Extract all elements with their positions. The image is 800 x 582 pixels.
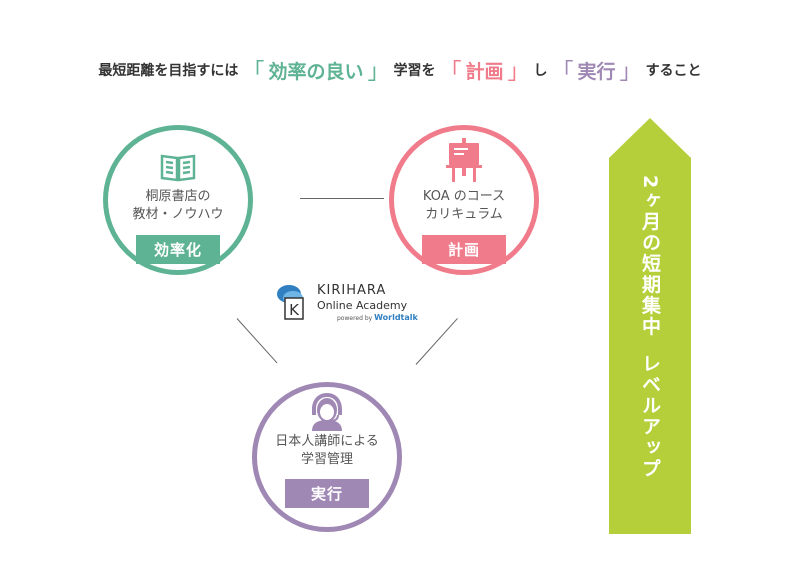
headset-person-icon — [308, 391, 346, 435]
logo-mark-icon: K — [275, 285, 311, 325]
description-line: 日本人講師による — [275, 434, 379, 449]
partner-name: Worldtalk — [374, 313, 418, 322]
keyword-execute: 実行 — [577, 60, 616, 83]
logo-powered-by: powered by Worldtalk — [337, 313, 418, 322]
headline: 最短距離を目指すには 「効率の良い」 学習を 「計画」 し 「実行」 すること — [0, 52, 800, 88]
logo-brand: KIRIHARA — [317, 283, 387, 298]
arrow-text-line-2: レベルアップ — [639, 353, 661, 480]
description-line: カリキュラム — [425, 207, 503, 222]
open-bracket: 「 — [551, 60, 574, 85]
description-line: 桐原書店の — [145, 189, 211, 204]
connector-right — [415, 318, 458, 365]
description-line: 学習管理 — [300, 452, 353, 467]
keyword-efficient: 効率の良い — [268, 60, 364, 83]
logo-subtitle: Online Academy — [317, 299, 408, 312]
efficiency-tag: 効率化 — [136, 235, 220, 264]
close-bracket: 」 — [367, 60, 390, 85]
powered-by-text: powered by — [337, 315, 373, 322]
plan-description: KOA のコース カリキュラム — [394, 188, 534, 224]
close-bracket: 」 — [619, 60, 642, 85]
headline-text-4: すること — [645, 63, 702, 79]
execution-circle: 日本人講師による 学習管理 実行 — [252, 382, 402, 532]
efficiency-circle: 桐原書店の 教材・ノウハウ 効率化 — [103, 125, 253, 275]
book-icon — [160, 152, 196, 186]
execution-tag: 実行 — [285, 479, 369, 508]
plan-circle: KOA のコース カリキュラム 計画 — [389, 125, 539, 275]
level-up-arrow — [609, 118, 691, 534]
arrow-text-line-1: 2ヶ月の短期集中 — [639, 175, 661, 338]
close-bracket: 」 — [507, 60, 530, 85]
kirihara-logo: K KIRIHARA Online Academy powered by Wor… — [275, 283, 460, 323]
connector-left — [236, 318, 278, 364]
headline-text-1: 最短距離を目指すには — [98, 63, 239, 79]
open-bracket: 「 — [242, 60, 265, 85]
easel-board-icon — [446, 138, 482, 186]
description-line: 教材・ノウハウ — [132, 207, 224, 222]
keyword-plan: 計画 — [465, 60, 504, 83]
description-line: KOA のコース — [422, 189, 506, 204]
efficiency-description: 桐原書店の 教材・ノウハウ — [108, 188, 248, 224]
plan-tag: 計画 — [422, 235, 506, 264]
execution-description: 日本人講師による 学習管理 — [257, 433, 397, 469]
headline-text-3: し — [533, 63, 548, 79]
arrow-text: 2ヶ月の短期集中レベルアップ — [630, 175, 670, 479]
open-bracket: 「 — [439, 60, 462, 85]
headline-text-2: 学習を — [393, 63, 436, 79]
logo-letter: K — [289, 301, 300, 319]
connector-top — [300, 198, 384, 199]
